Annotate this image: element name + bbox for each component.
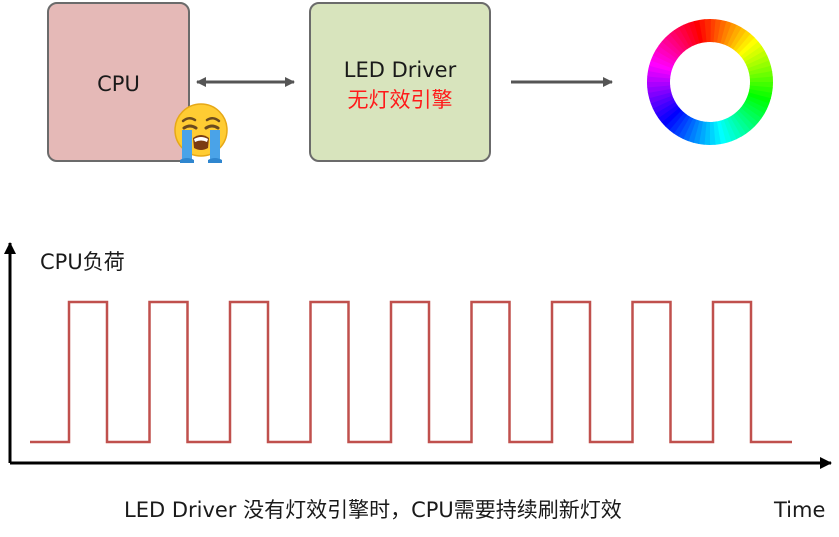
cpu-load-waveform xyxy=(30,300,792,444)
x-axis-label: Time xyxy=(774,498,826,522)
led-driver-box: LED Driver 无灯效引擎 xyxy=(309,2,491,162)
y-axis-label: CPU负荷 xyxy=(40,250,125,274)
hue-color-ring-icon xyxy=(647,19,773,145)
led-driver-subtitle: 无灯效引擎 xyxy=(347,88,453,112)
cpu-box: CPU xyxy=(47,2,228,163)
crying-face-icon xyxy=(174,103,228,163)
caption: LED Driver 没有灯效引擎时，CPU需要持续刷新灯效 xyxy=(124,498,622,522)
led-driver-title: LED Driver xyxy=(343,58,457,82)
cpu-label: CPU xyxy=(97,72,140,96)
